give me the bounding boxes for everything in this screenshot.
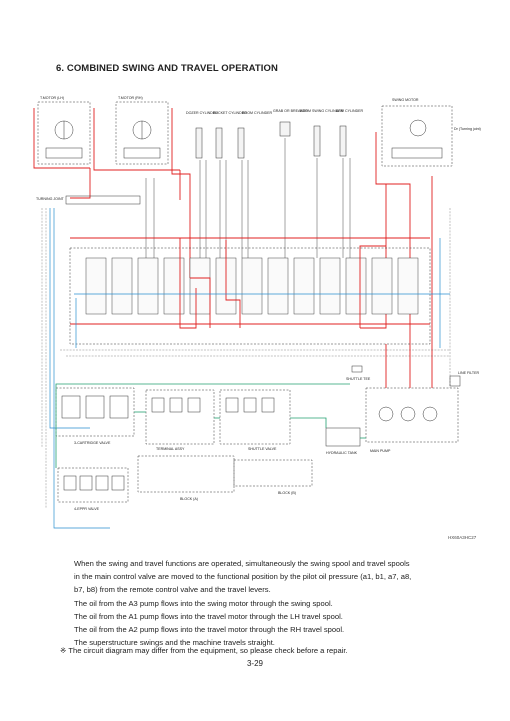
page-heading: 6. COMBINED SWING AND TRAVEL OPERATION — [56, 63, 278, 74]
label-boom: BOOM CYLINDER — [242, 111, 273, 115]
label-boom-swing: BOOM SWING CYLINDER — [300, 109, 344, 113]
description-line: in the main control valve are moved to t… — [74, 572, 412, 582]
label-tmotor-lh: T.MOTOR (LH) — [40, 96, 64, 100]
label-bucket: BUCKET CYLINDER — [213, 111, 247, 115]
label-block-a: BLOCK (A) — [180, 497, 198, 501]
turning-joint — [65, 195, 141, 205]
swing-motor — [381, 105, 453, 167]
figure-code: HX60A3HC27 — [448, 535, 477, 540]
label-hydraulic-tank: HYDRAULIC TANK — [326, 451, 358, 455]
label-cartridge: 3-CARTRIDGE VALVE — [74, 441, 111, 445]
main-control-valve — [69, 247, 431, 345]
description-line: The oil from the A2 pump flows into the … — [74, 625, 345, 635]
hydraulic-tank — [325, 427, 361, 447]
label-eppr: 4-EPPR VALVE — [74, 507, 100, 511]
label-grab: GRAB OR BREAKER — [273, 109, 308, 113]
shuttle-tee — [351, 365, 363, 373]
label-swing-motor: SWING MOTOR — [392, 98, 419, 102]
label-shuttle-tee: SHUTTLE TEE — [346, 377, 371, 381]
hydraulic-circuit-diagram: T.MOTOR (LH) T.MOTOR (RH) DOZER CYLINDER… — [30, 88, 482, 543]
label-dozer-text: DOZER CYLINDER — [186, 111, 218, 115]
label-shuttle-valve: SHUTTLE VALVE — [248, 447, 277, 451]
description-line: The oil from the A1 pump flows into the … — [74, 611, 343, 621]
label-tmotor-rh: T.MOTOR (RH) — [118, 96, 143, 100]
eppr-valve — [57, 467, 129, 503]
line-filter — [449, 375, 461, 387]
repair-note: ※ The circuit diagram may differ from th… — [60, 646, 348, 655]
main-pump — [365, 387, 459, 443]
label-turning-joint: TURNING JOINT — [36, 197, 65, 201]
description-line: b7, b8) from the remote control valve an… — [74, 585, 271, 595]
label-block-b: BLOCK (B) — [278, 491, 296, 495]
travel-motor-lh — [37, 101, 91, 165]
valve-spools — [85, 257, 419, 315]
description: When the swing and travel functions are … — [74, 557, 474, 649]
travel-motor-rh — [115, 101, 169, 165]
remote-control-valves — [145, 389, 291, 445]
cartridge-valve — [55, 387, 135, 437]
label-dozer: DOZER CYLINDER — [186, 111, 218, 115]
label-main-pump: MAIN PUMP — [370, 449, 391, 453]
label-arm: ARM CYLINDER — [336, 109, 364, 113]
label-dr: Dr (Turning joint) — [454, 127, 481, 131]
block-b — [233, 459, 313, 487]
description-line: The oil from the A3 pump flows into the … — [74, 598, 333, 608]
description-line: The superstructure swings and the machin… — [74, 638, 275, 648]
page-number: 3-29 — [246, 659, 263, 668]
description-line: When the swing and travel functions are … — [74, 559, 410, 568]
label-terminal: TERMINAL ASSY — [156, 447, 185, 451]
block-a — [137, 455, 235, 493]
cylinders — [195, 121, 347, 159]
label-line-filter: LINE FILTER — [458, 371, 480, 375]
